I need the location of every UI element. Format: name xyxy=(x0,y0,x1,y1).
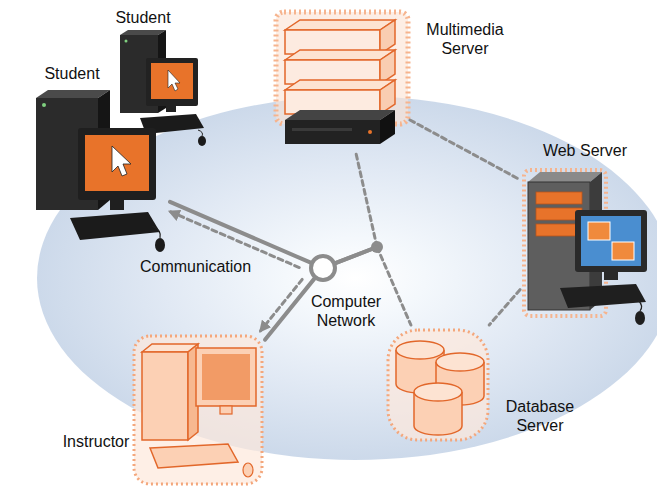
device-label: Multimedia Server xyxy=(420,20,510,58)
device-label: Instructor xyxy=(60,432,132,451)
dashed-link xyxy=(356,152,377,247)
student-computer xyxy=(198,130,203,136)
multimedia-server-illustration xyxy=(380,20,395,54)
student-computer xyxy=(78,128,156,200)
student-computer xyxy=(110,200,124,210)
device-label: Student xyxy=(37,64,107,83)
communication-label: Communication xyxy=(140,257,251,276)
student-computer xyxy=(155,238,165,252)
network-connector xyxy=(170,202,310,268)
web-server-illustration xyxy=(635,311,645,325)
web-server-illustration xyxy=(588,222,610,240)
web-server-illustration xyxy=(612,242,634,260)
web-server-illustration xyxy=(575,210,647,272)
web-server-illustration xyxy=(581,216,641,266)
instructor-computer xyxy=(142,352,188,440)
network-connector xyxy=(410,120,520,180)
multimedia-server-illustration xyxy=(276,12,408,124)
multimedia-server-illustration xyxy=(285,80,395,90)
student-computer xyxy=(125,40,128,43)
instructor-node: Instructor xyxy=(130,330,265,488)
dashed-link xyxy=(377,247,411,325)
network-hub: Computer Network xyxy=(309,254,337,282)
student-computer xyxy=(70,212,160,240)
server-node: Web Server xyxy=(520,165,650,335)
network-connector xyxy=(489,290,520,325)
network-ground xyxy=(37,96,657,460)
solid-link xyxy=(336,247,377,263)
device-label: Student xyxy=(112,8,174,27)
student-computer xyxy=(151,63,193,99)
multimedia-server-illustration xyxy=(380,80,395,114)
server-node: Database Server xyxy=(385,325,490,445)
database-server-illustration xyxy=(388,330,488,440)
student-computer xyxy=(42,103,46,107)
instructor-computer xyxy=(134,336,262,484)
instructor-computer xyxy=(220,406,232,414)
web-server-illustration xyxy=(528,172,602,182)
network-connector xyxy=(261,279,315,340)
device-label: Web Server xyxy=(535,141,635,160)
student-computer xyxy=(120,30,166,35)
student-computer xyxy=(85,135,149,191)
instructor-computer xyxy=(243,463,253,477)
student-computer xyxy=(112,146,131,176)
dashed-link xyxy=(410,120,520,180)
dashed-link xyxy=(261,279,303,330)
multimedia-server-illustration xyxy=(285,110,395,120)
student-node: Student xyxy=(30,88,170,255)
database-server-illustration xyxy=(388,330,488,440)
student-computer xyxy=(168,70,180,91)
student-node: Student xyxy=(112,30,207,155)
student-computer xyxy=(166,106,176,112)
multimedia-server-illustration xyxy=(380,110,395,144)
instructor-computer xyxy=(150,444,238,468)
instructor-computer xyxy=(202,354,250,400)
solid-link xyxy=(170,202,310,263)
web-server-illustration xyxy=(536,192,582,204)
student-computer xyxy=(152,226,160,238)
multimedia-server-illustration xyxy=(380,50,395,84)
dashed-link xyxy=(489,290,520,325)
student-computer xyxy=(36,90,165,252)
multimedia-server-illustration xyxy=(285,20,395,30)
network-ground xyxy=(37,96,657,460)
multimedia-server-illustration xyxy=(285,50,395,60)
student-computer xyxy=(36,90,110,98)
instructor-computer xyxy=(196,348,256,406)
student-computer xyxy=(198,136,206,146)
multimedia-server-illustration xyxy=(285,120,380,144)
solid-link xyxy=(336,247,377,263)
instructor-computer xyxy=(134,336,262,484)
solid-link xyxy=(265,279,314,340)
student-computer xyxy=(146,58,198,106)
web-server-illustration xyxy=(638,300,642,311)
network-label: Computer Network xyxy=(301,292,391,330)
database-server-illustration xyxy=(396,341,444,359)
web-server-illustration xyxy=(524,170,647,325)
server-node: Multimedia Server xyxy=(270,12,410,152)
web-server-illustration xyxy=(560,284,646,308)
network-connector xyxy=(336,152,377,263)
web-server-illustration xyxy=(604,272,618,280)
device-label: Database Server xyxy=(500,397,580,435)
database-server-illustration xyxy=(414,383,462,401)
multimedia-server-illustration xyxy=(368,130,372,134)
multimedia-server-illustration xyxy=(292,128,352,131)
database-server-illustration xyxy=(436,353,484,371)
multimedia-server-illustration xyxy=(276,12,408,144)
